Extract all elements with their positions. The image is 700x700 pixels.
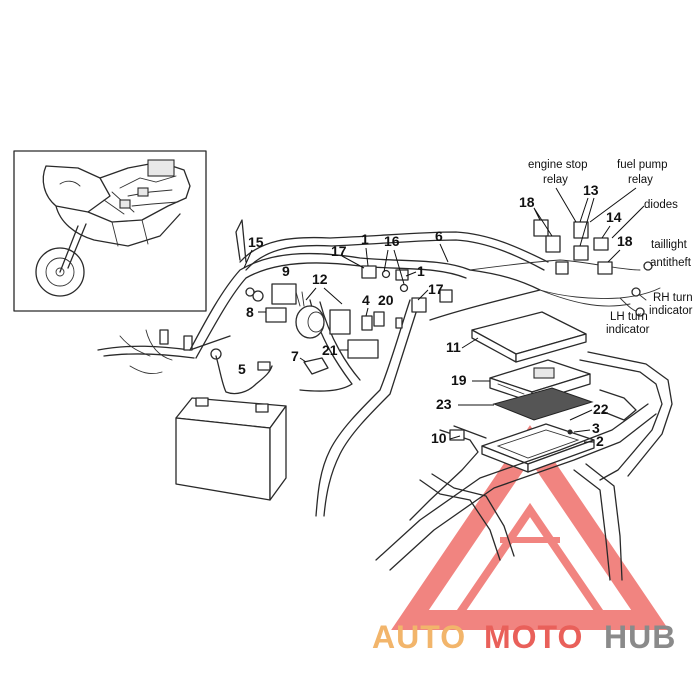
relay-cluster <box>533 219 613 275</box>
label-engine-stop-relay-2: relay <box>543 174 568 186</box>
callout-2: 2 <box>596 433 604 449</box>
label-lh-turn-2: indicator <box>606 324 650 336</box>
label-fuel-pump-relay-2: relay <box>628 174 653 186</box>
wiring-harness <box>97 219 661 517</box>
callout-22: 22 <box>593 401 609 417</box>
label-taillight: taillight <box>651 239 688 251</box>
callout-16: 16 <box>384 233 400 249</box>
label-fuel-pump-relay-1: fuel pump <box>617 159 668 171</box>
callout-17-left: 17 <box>331 243 347 259</box>
callout-12: 12 <box>312 271 328 287</box>
part-7 <box>303 357 329 375</box>
callout-20: 20 <box>378 292 394 308</box>
part-8-box <box>265 307 287 323</box>
label-antitheft: antitheft <box>650 257 692 269</box>
battery <box>175 397 287 501</box>
watermark-hub: HUB <box>604 619 676 655</box>
callout-9: 9 <box>282 263 290 279</box>
callout-18-bottom: 18 <box>617 233 633 249</box>
rear-frame <box>375 351 673 581</box>
callout-numbers: 15 9 8 12 17 1 16 6 1 4 20 17 7 21 5 11 … <box>238 182 633 449</box>
label-lh-turn-1: LH turn <box>610 311 648 323</box>
callout-8: 8 <box>246 304 254 320</box>
callout-23: 23 <box>436 396 452 412</box>
part-9-box <box>271 283 297 305</box>
watermark-logo <box>391 425 669 630</box>
callout-4: 4 <box>362 292 370 308</box>
callout-11: 11 <box>446 339 461 355</box>
callout-13: 13 <box>583 182 599 198</box>
callout-14: 14 <box>606 209 622 225</box>
motorcycle-inset <box>13 150 207 312</box>
pad-23 <box>492 387 594 421</box>
watermark-auto: AUTO <box>372 619 466 655</box>
callout-17-right: 17 <box>428 281 444 297</box>
callout-19: 19 <box>451 372 467 388</box>
label-engine-stop-relay-1: engine stop <box>528 159 587 171</box>
callout-3: 3 <box>592 420 600 436</box>
component-labels: engine stop relay fuel pump relay diodes… <box>528 159 693 336</box>
ecu-11 <box>471 311 587 363</box>
callout-7: 7 <box>291 348 299 364</box>
callout-1-right: 1 <box>417 263 425 279</box>
part-12 <box>295 291 351 339</box>
callout-5: 5 <box>238 361 246 377</box>
callout-21: 21 <box>322 342 338 358</box>
callout-10: 10 <box>431 430 447 446</box>
callout-1-left: 1 <box>361 231 369 247</box>
callout-18-top: 18 <box>519 194 535 210</box>
part-21 <box>347 339 379 359</box>
callout-6: 6 <box>435 228 443 244</box>
watermark-moto: MOTO <box>484 619 583 655</box>
watermark-text: AUTO MOTO HUB <box>372 619 676 655</box>
callout-15: 15 <box>248 234 264 250</box>
label-rh-turn-2: indicator <box>649 305 693 317</box>
label-diodes: diodes <box>644 199 678 211</box>
label-rh-turn-1: RH turn <box>653 292 693 304</box>
